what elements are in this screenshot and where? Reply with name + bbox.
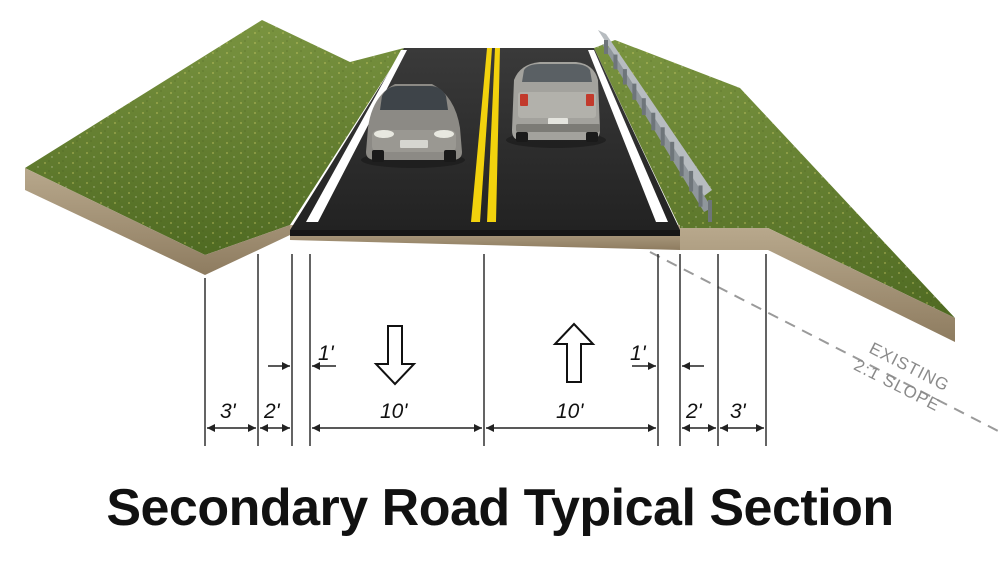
guardrail-posts [604,40,712,222]
left-embankment [25,20,404,275]
right-embankment [594,40,955,342]
dimension-lines [204,254,767,446]
existing-slope-line [649,251,1000,433]
dim-shoulder-left: 3' [220,400,237,423]
guardrail-post [632,83,637,100]
guardrail-post [679,156,684,177]
dim-ditch-left: 2' [263,400,281,423]
guardrail-post [660,127,665,146]
guardrail-post [708,200,712,222]
pickup-truck [506,62,606,148]
diagram-title: Secondary Road Typical Section [106,479,894,537]
left-grass-speckle [25,20,404,255]
guardrail [598,30,712,222]
sedan-car [361,84,465,168]
road-edge-shadow [290,230,680,236]
guardrail-post [613,54,618,70]
guardrail-post [670,141,675,161]
dim-lane-left: 10' [380,400,408,423]
right-grass-speckle [594,40,955,318]
dim-shoulder-right: 3' [730,400,747,423]
existing-slope-label: EXISTING 2:1 SLOPE [851,339,953,416]
guardrail-post [641,98,646,116]
dim-lane-right: 10' [556,400,584,423]
northbound-lane-arrow [552,322,596,383]
guardrail-post [622,69,627,85]
dimension-arrowheads [207,362,764,432]
dim-edge-left: 1' [318,342,335,365]
guardrail-post [698,185,703,207]
guardrail-post [604,40,608,54]
right-soil-face [680,228,955,342]
guardrail-post [651,112,656,131]
dim-ditch-right: 2' [685,400,703,423]
dim-edge-right: 1' [630,342,647,365]
southbound-lane-arrow [373,325,417,386]
center-line-right [487,48,500,222]
left-edge-line [306,50,407,222]
right-edge-line [588,50,668,222]
center-line-left [471,48,492,222]
guardrail-post [689,170,694,192]
